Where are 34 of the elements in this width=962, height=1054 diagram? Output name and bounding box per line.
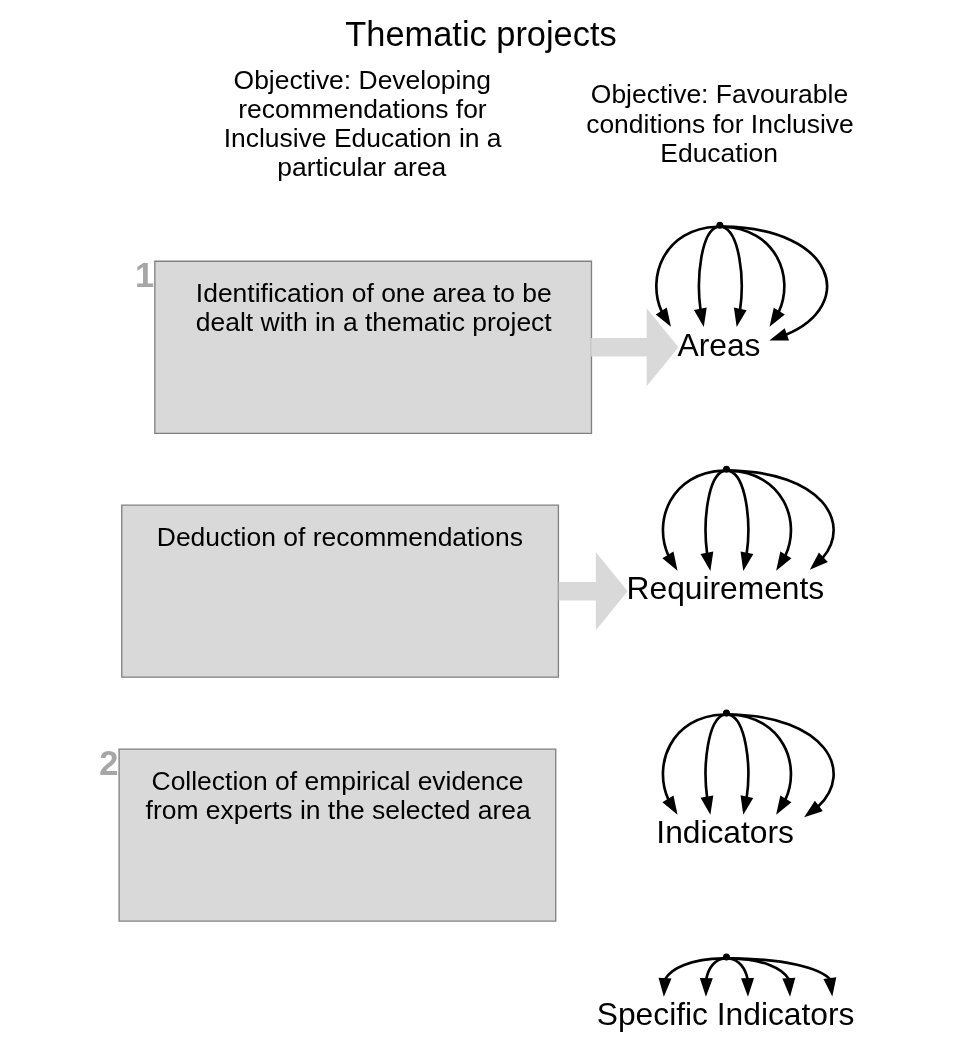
- node-label: 2: [99, 744, 119, 783]
- arrow: [722, 225, 829, 341]
- arrow: [558, 552, 628, 631]
- arrow: [591, 308, 679, 387]
- arrow: [729, 957, 837, 997]
- arrow: [655, 225, 718, 327]
- arrow: [700, 469, 725, 571]
- arrow: [729, 957, 796, 997]
- arrow: [729, 713, 835, 818]
- label: Objective: Developing recommendations for Inclusive Education in a particular area: [223, 64, 502, 183]
- arrow: [721, 225, 747, 328]
- arrow: [700, 713, 725, 815]
- arrow: [658, 957, 724, 997]
- arrow: [693, 225, 718, 328]
- arrow: [729, 469, 793, 571]
- node-text: Requirements: [626, 570, 825, 607]
- label: Objective: Favourable conditions for Inclusive Education: [586, 79, 854, 168]
- node-label: 1: [134, 256, 155, 295]
- arrow: [728, 469, 754, 571]
- node-point: [722, 709, 730, 717]
- arrow: [722, 225, 786, 327]
- node-text: Areas: [677, 326, 761, 363]
- arrow: [729, 713, 793, 815]
- arrow: [661, 469, 724, 571]
- node-point: [722, 465, 730, 473]
- arrow: [728, 713, 754, 815]
- node-point: [716, 221, 724, 229]
- diagram-title: Thematic projects: [345, 15, 617, 54]
- arrow: [699, 957, 725, 997]
- node-text: Specific Indicators: [596, 995, 855, 1032]
- arrow: [661, 713, 724, 815]
- node-point: [722, 953, 730, 961]
- node-text: Indicators: [656, 814, 794, 851]
- arrow: [729, 469, 835, 570]
